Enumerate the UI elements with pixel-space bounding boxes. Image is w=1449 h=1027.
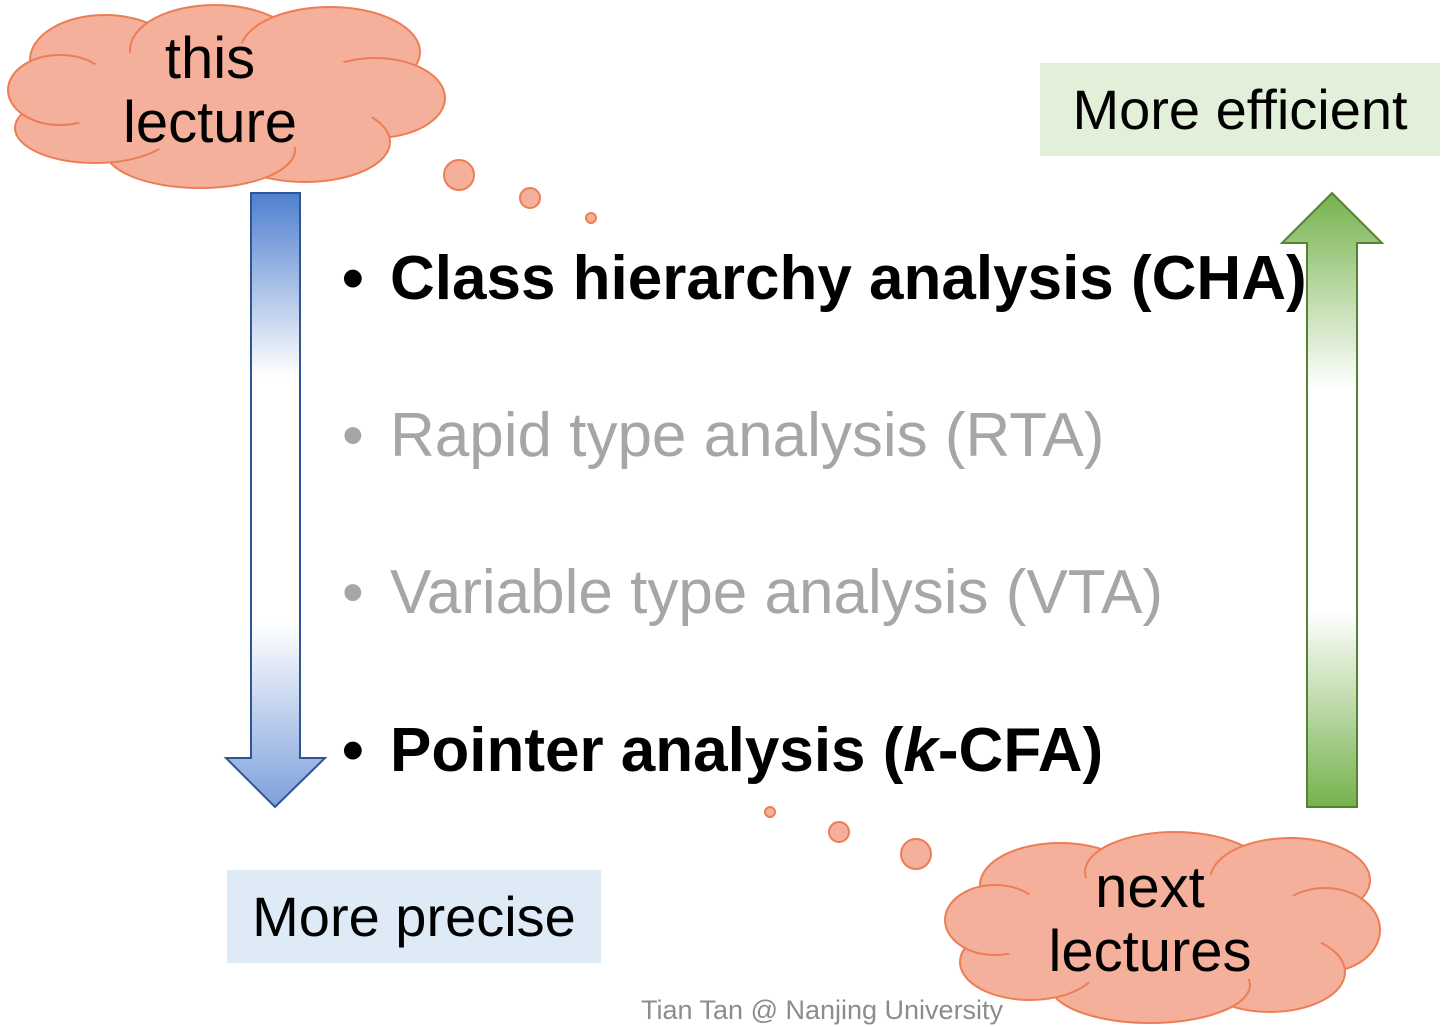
bullet: • (342, 716, 364, 785)
footer-credit: Tian Tan @ Nanjing University (641, 995, 1004, 1025)
bottom-cloud-text: next lectures (1020, 856, 1280, 984)
top-cloud (7, 4, 446, 189)
top-cloud-line2: lecture (122, 89, 298, 155)
more-precise-label: More precise (227, 870, 601, 963)
top-thought-dots (443, 159, 597, 224)
top-cloud-text: this lecture (90, 27, 330, 155)
more-efficient-label: More efficient (1040, 63, 1440, 156)
analysis-label: Rapid type analysis (RTA) (390, 401, 1105, 470)
bottom-cloud-line2: lectures (1048, 918, 1252, 984)
bullet: • (342, 401, 364, 470)
bottom-cloud-line1: next (1095, 855, 1205, 920)
analysis-item-cha: •Class hierarchy analysis (CHA) (342, 248, 1307, 310)
analysis-label-prefix: Pointer analysis ( (390, 716, 904, 785)
more-efficient-text: More efficient (1072, 77, 1408, 141)
bottom-cloud (944, 831, 1381, 1024)
bullet: • (342, 244, 364, 313)
precision-arrow-down (223, 192, 328, 809)
analysis-label-emph: k (903, 716, 938, 785)
analysis-item-kcfa: •Pointer analysis (k-CFA) (342, 720, 1103, 782)
more-precise-text: More precise (252, 884, 576, 948)
bullet: • (342, 558, 364, 627)
top-cloud-line1: this (164, 26, 256, 91)
analysis-label: Class hierarchy analysis (CHA) (390, 244, 1307, 313)
analysis-label: Variable type analysis (VTA) (390, 558, 1164, 627)
analysis-item-vta: •Variable type analysis (VTA) (342, 562, 1163, 624)
bottom-thought-dots (764, 806, 932, 870)
efficiency-arrow-up (1279, 191, 1385, 808)
analysis-label-suffix: -CFA) (937, 716, 1104, 785)
analysis-item-rta: •Rapid type analysis (RTA) (342, 405, 1104, 467)
